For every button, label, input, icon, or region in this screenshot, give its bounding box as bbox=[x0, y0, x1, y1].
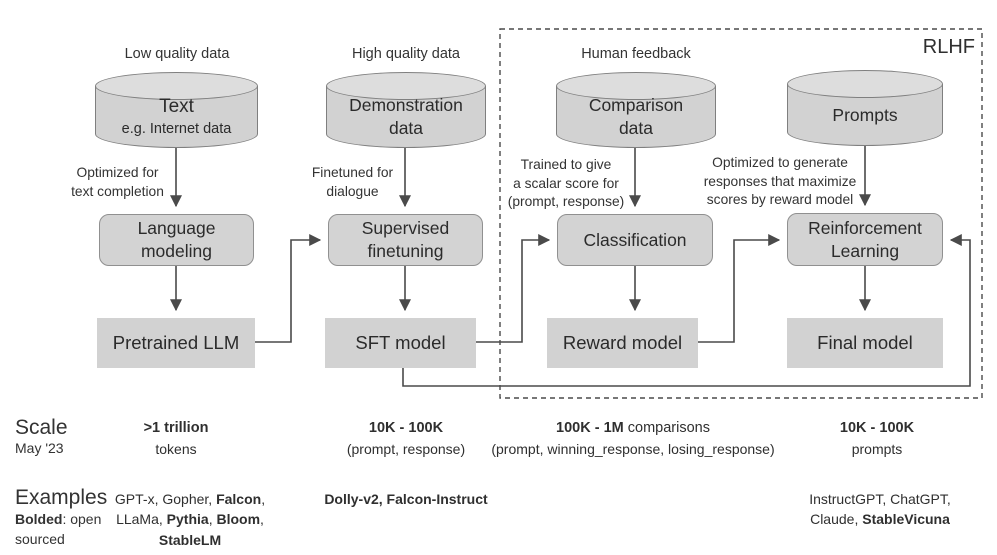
cylinder-demonstration-data: Demonstration data bbox=[326, 72, 486, 148]
cylinder-title: Text bbox=[159, 96, 194, 118]
scale-value: 10K - 100K bbox=[368, 420, 444, 436]
model-name: Claude, bbox=[810, 511, 863, 528]
cylinder-title: Demonstration data bbox=[349, 95, 463, 138]
examples-cell-pretraining: GPT-x, Gopher, Falcon, LLaMa, Pythia, Bl… bbox=[110, 489, 270, 550]
scale-value: 100K - 1M bbox=[556, 420, 624, 436]
cylinder-comparison-data: Comparison data bbox=[556, 72, 716, 148]
scale-unit: tokens bbox=[155, 441, 197, 458]
scale-unit: prompts bbox=[851, 441, 903, 458]
model-name: GPT-x, Gopher, bbox=[114, 491, 217, 507]
process-box-classification: Classification bbox=[557, 214, 713, 266]
model-name: , bbox=[261, 491, 266, 507]
cylinder-top-ellipse bbox=[326, 72, 486, 100]
example-models-line: GPT-x, Gopher, Falcon, bbox=[110, 489, 270, 509]
examples-row-subheader: Bolded: open sourced bbox=[15, 510, 101, 549]
examples-cell-sft: Dolly-v2, Falcon-Instruct bbox=[316, 489, 496, 509]
model-name: , bbox=[260, 511, 264, 528]
cylinder-title: Comparison data bbox=[588, 95, 684, 138]
cylinder-prompts: Prompts bbox=[787, 70, 943, 146]
arrow-label-scalar-score: Trained to give a scalar score for (prom… bbox=[507, 157, 625, 210]
bolded-note-rest: : open bbox=[62, 511, 102, 527]
process-box-supervised-finetuning: Supervised finetuning bbox=[328, 214, 483, 266]
cylinder-top-ellipse bbox=[556, 72, 716, 100]
model-name: LLaMa, bbox=[116, 511, 167, 528]
bolded-note: Bolded bbox=[15, 511, 63, 527]
cylinder-label: Demonstration data bbox=[326, 86, 486, 148]
model-name: Falcon bbox=[216, 491, 262, 507]
scale-unit: (prompt, winning_response, losing_respon… bbox=[491, 441, 775, 458]
scale-unit: (prompt, response) bbox=[346, 441, 466, 458]
cylinder-text-data: Text e.g. Internet data bbox=[95, 72, 258, 148]
cylinder-label: Prompts bbox=[787, 84, 943, 146]
process-box-reinforcement-learning: Reinforcement Learning bbox=[787, 213, 943, 266]
top-label-low-quality: Low quality data bbox=[124, 46, 230, 62]
scale-cell-pretraining: >1 trillion tokens bbox=[106, 418, 246, 459]
example-models-line: Dolly-v2, Falcon-Instruct bbox=[316, 489, 496, 509]
example-models-line: InstructGPT, ChatGPT, bbox=[800, 489, 960, 509]
scale-cell-reward: 100K - 1M comparisons (prompt, winning_r… bbox=[478, 418, 788, 459]
model-name: Bloom bbox=[216, 511, 261, 528]
scale-value: 10K - 100K bbox=[839, 420, 915, 436]
model-name: Dolly-v2, Falcon-Instruct bbox=[324, 491, 488, 507]
example-models-line: LLaMa, Pythia, Bloom, bbox=[110, 509, 270, 529]
scale-row-header: Scale bbox=[15, 416, 68, 439]
scale-row-subheader: May '23 bbox=[15, 440, 64, 456]
arrow-label-maximize-scores: Optimized to generate responses that max… bbox=[703, 155, 857, 208]
model-name: StableLM bbox=[158, 531, 222, 548]
bolded-note-line2: sourced bbox=[15, 530, 65, 547]
rlhf-region-label: RLHF bbox=[922, 36, 975, 58]
model-box-sft-model: SFT model bbox=[325, 318, 476, 368]
scale-value: >1 trillion bbox=[143, 420, 209, 436]
examples-cell-rlhf: InstructGPT, ChatGPT, Claude, StableVicu… bbox=[800, 489, 960, 530]
cylinder-title: Prompts bbox=[832, 104, 898, 125]
scale-cell-sft: 10K - 100K (prompt, response) bbox=[321, 418, 491, 459]
example-models-line: Claude, StableVicuna bbox=[800, 509, 960, 529]
examples-row-header: Examples bbox=[15, 486, 108, 509]
arrow-label-text-completion: Optimized for text completion bbox=[71, 165, 164, 199]
connector-pretrained-to-sft bbox=[255, 234, 322, 343]
arrow-label-finetuned-dialogue: Finetuned for dialogue bbox=[311, 165, 394, 199]
model-name: InstructGPT, ChatGPT, bbox=[809, 491, 951, 507]
top-label-human-feedback: Human feedback bbox=[581, 46, 691, 62]
model-name: StableVicuna bbox=[862, 511, 950, 528]
top-label-high-quality: High quality data bbox=[351, 46, 460, 62]
cylinder-label: Text e.g. Internet data bbox=[95, 86, 258, 148]
example-models-line: StableLM bbox=[110, 530, 270, 550]
scale-unit-inline: comparisons bbox=[623, 420, 710, 436]
cylinder-top-ellipse bbox=[95, 72, 258, 100]
model-box-final-model: Final model bbox=[787, 318, 943, 368]
model-box-reward-model: Reward model bbox=[547, 318, 698, 368]
cylinder-label: Comparison data bbox=[556, 86, 716, 148]
connector-sftmodel-to-classification bbox=[476, 234, 551, 343]
process-box-language-modeling: Language modeling bbox=[99, 214, 254, 266]
cylinder-top-ellipse bbox=[787, 70, 943, 98]
cylinder-subtitle: e.g. Internet data bbox=[121, 120, 232, 137]
model-box-pretrained-llm: Pretrained LLM bbox=[97, 318, 255, 368]
scale-cell-rl: 10K - 100K prompts bbox=[807, 418, 947, 459]
model-name: Pythia bbox=[166, 511, 209, 528]
model-name: , bbox=[208, 511, 217, 528]
